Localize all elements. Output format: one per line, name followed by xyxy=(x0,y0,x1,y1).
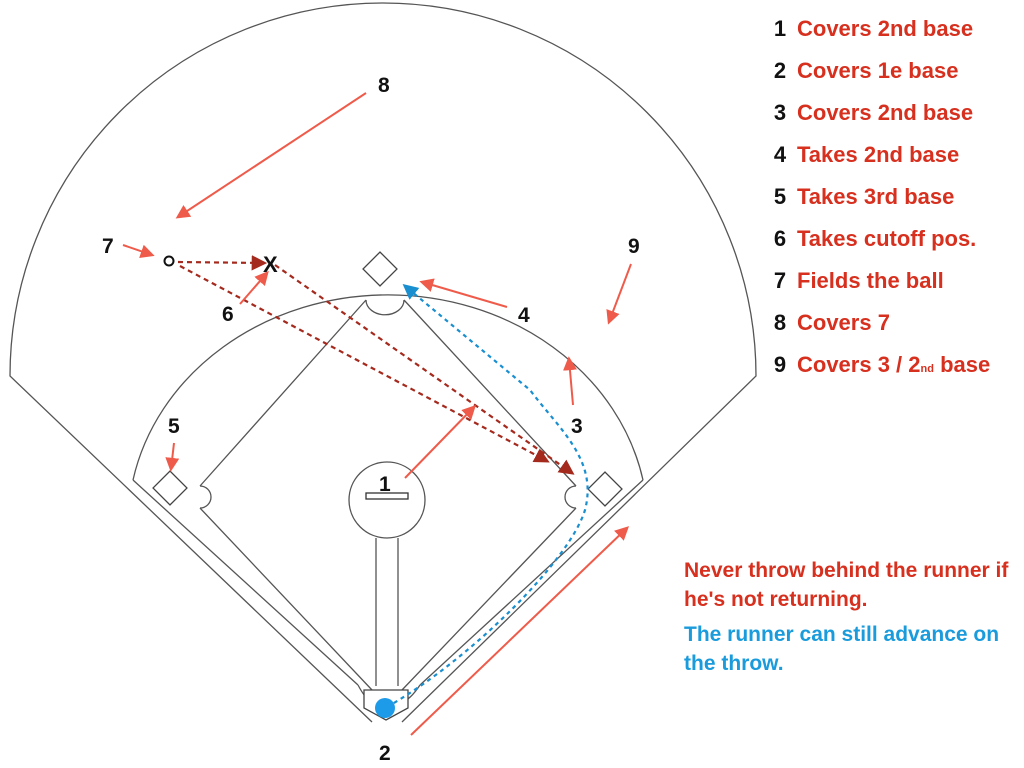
arrow-1 xyxy=(404,404,476,479)
legend-text-part: base xyxy=(933,352,991,377)
position-2-label: 2 xyxy=(379,742,391,765)
arrow-6 xyxy=(239,270,269,305)
legend-number: 8 xyxy=(773,310,787,335)
pitchers-mound xyxy=(348,461,426,539)
notes: Never throw behind the runner if he's no… xyxy=(684,556,1024,678)
legend-text: Covers 1e base xyxy=(797,58,959,83)
legend-text: Covers 7 xyxy=(797,310,890,335)
legend-text-part: Covers 3 / 2 xyxy=(797,352,921,377)
legend-item: 8 Covers 7 xyxy=(763,302,1024,344)
legend-text: Takes 2nd base xyxy=(797,142,960,167)
arrow-9 xyxy=(606,263,632,325)
third-base-line xyxy=(132,479,359,686)
legend-item: 1 Covers 2nd base xyxy=(763,8,1024,50)
legend-number: 2 xyxy=(773,58,787,83)
pitcher-to-home-path xyxy=(375,538,399,686)
legend-text: Takes 3rd base xyxy=(797,184,955,209)
arrow-5 xyxy=(165,442,180,472)
position-8-label: 8 xyxy=(378,74,390,97)
position-1-label: 1 xyxy=(379,473,391,496)
runner-path xyxy=(386,284,589,708)
infield-diamond xyxy=(199,299,577,691)
position-9-label: 9 xyxy=(628,235,640,258)
position-4-label: 4 xyxy=(518,304,530,327)
legend-text: Covers 2nd base xyxy=(797,100,974,125)
legend-number: 5 xyxy=(773,184,787,209)
first-base-line xyxy=(419,479,644,686)
legend-number: 3 xyxy=(773,100,787,125)
throw-cutoff-to-second xyxy=(274,264,575,475)
first-base xyxy=(587,471,623,507)
legend-text: Fields the ball xyxy=(797,268,944,293)
positions-legend: 1 Covers 2nd base 2 Covers 1e base 3 Cov… xyxy=(763,8,1024,386)
arrow-4 xyxy=(419,278,508,308)
position-6-label: 6 xyxy=(222,303,234,326)
legend-item: 9 Covers 3 / 2nd base xyxy=(763,344,1024,386)
legend-item: 6 Takes cutoff pos. xyxy=(763,218,1024,260)
legend-number: 6 xyxy=(773,226,787,251)
cutoff-mark: X xyxy=(263,252,278,277)
position-7-label: 7 xyxy=(102,235,114,258)
position-3-label: 3 xyxy=(571,415,583,438)
legend-number: 7 xyxy=(773,268,787,293)
warning-note: Never throw behind the runner if he's no… xyxy=(684,559,1009,611)
legend-number: 4 xyxy=(773,142,787,167)
second-base xyxy=(362,251,398,287)
throw-7-to-cutoff xyxy=(177,255,268,271)
arrow-7 xyxy=(122,244,155,258)
runner xyxy=(375,698,395,718)
ball-location xyxy=(163,255,175,267)
position-5-label: 5 xyxy=(168,415,180,438)
arrow-3 xyxy=(562,356,577,406)
legend-item: 2 Covers 1e base xyxy=(763,50,1024,92)
legend-text: Covers 2nd base xyxy=(797,16,974,41)
legend-text: Takes cutoff pos. xyxy=(797,226,977,251)
legend-item: 5 Takes 3rd base xyxy=(763,176,1024,218)
runner-note: The runner can still advance on the thro… xyxy=(684,623,1000,675)
legend-number: 9 xyxy=(773,352,787,377)
arrow-2 xyxy=(410,526,630,736)
third-base xyxy=(152,470,188,506)
throw-7-to-second xyxy=(179,265,550,463)
legend-item: 4 Takes 2nd base xyxy=(763,134,1024,176)
pitchers-rubber xyxy=(365,492,409,500)
infield-grass-edge xyxy=(132,294,644,481)
infield-cutouts xyxy=(199,299,577,509)
outfield-fence xyxy=(9,2,757,723)
arrow-8 xyxy=(175,92,367,219)
ordinal-suffix: nd xyxy=(920,363,934,375)
legend-item: 3 Covers 2nd base xyxy=(763,92,1024,134)
legend-item: 7 Fields the ball xyxy=(763,260,1024,302)
legend-text: Covers 3 / 2nd base xyxy=(797,352,990,378)
legend-number: 1 xyxy=(773,16,787,41)
